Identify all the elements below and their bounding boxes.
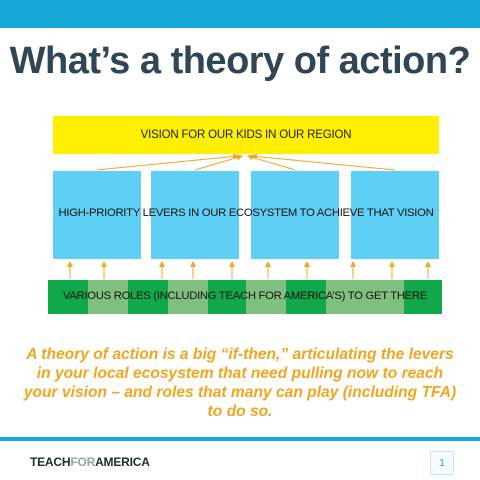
slide-title: What’s a theory of action? [9,40,471,82]
lever-box-2 [151,171,239,259]
levers-label: HIGH-PRIORITY LEVERS IN OUR ECOSYSTEM TO… [58,207,434,219]
page-number: 1 [430,451,454,475]
roles-segment [168,280,208,314]
vision-label: VISION FOR OUR KIDS IN OUR REGION [140,129,352,141]
lever-box-4 [351,171,439,259]
roles-bar [48,280,442,314]
roles-segment [286,280,326,314]
roles-segment [88,280,128,314]
roles-segment [326,280,364,314]
lever-box-1 [53,171,141,259]
teach-for-america-logo: TEACHFORAMERICA [30,455,150,469]
vision-box: VISION FOR OUR KIDS IN OUR REGION [53,116,439,154]
arrow-lever-to-vision [194,154,243,171]
roles-segment [48,280,88,314]
roles-segment [128,280,168,314]
arrow-lever-to-vision [247,154,296,171]
roles-segment [404,280,442,314]
roles-segment [208,280,246,314]
slide-footer [0,441,480,480]
roles-segment [364,280,404,314]
roles-segment [246,280,286,314]
arrow-lever-to-vision [251,153,396,171]
roles-label: VARIOUS ROLES (INCLUDING TEACH FOR AMERI… [62,290,428,302]
theory-caption: A theory of action is a big “if-then,” a… [23,346,457,420]
top-accent-bar [0,0,480,28]
bottom-accent-line [0,437,480,441]
arrow-lever-to-vision [96,153,239,171]
lever-box-3 [251,171,339,259]
